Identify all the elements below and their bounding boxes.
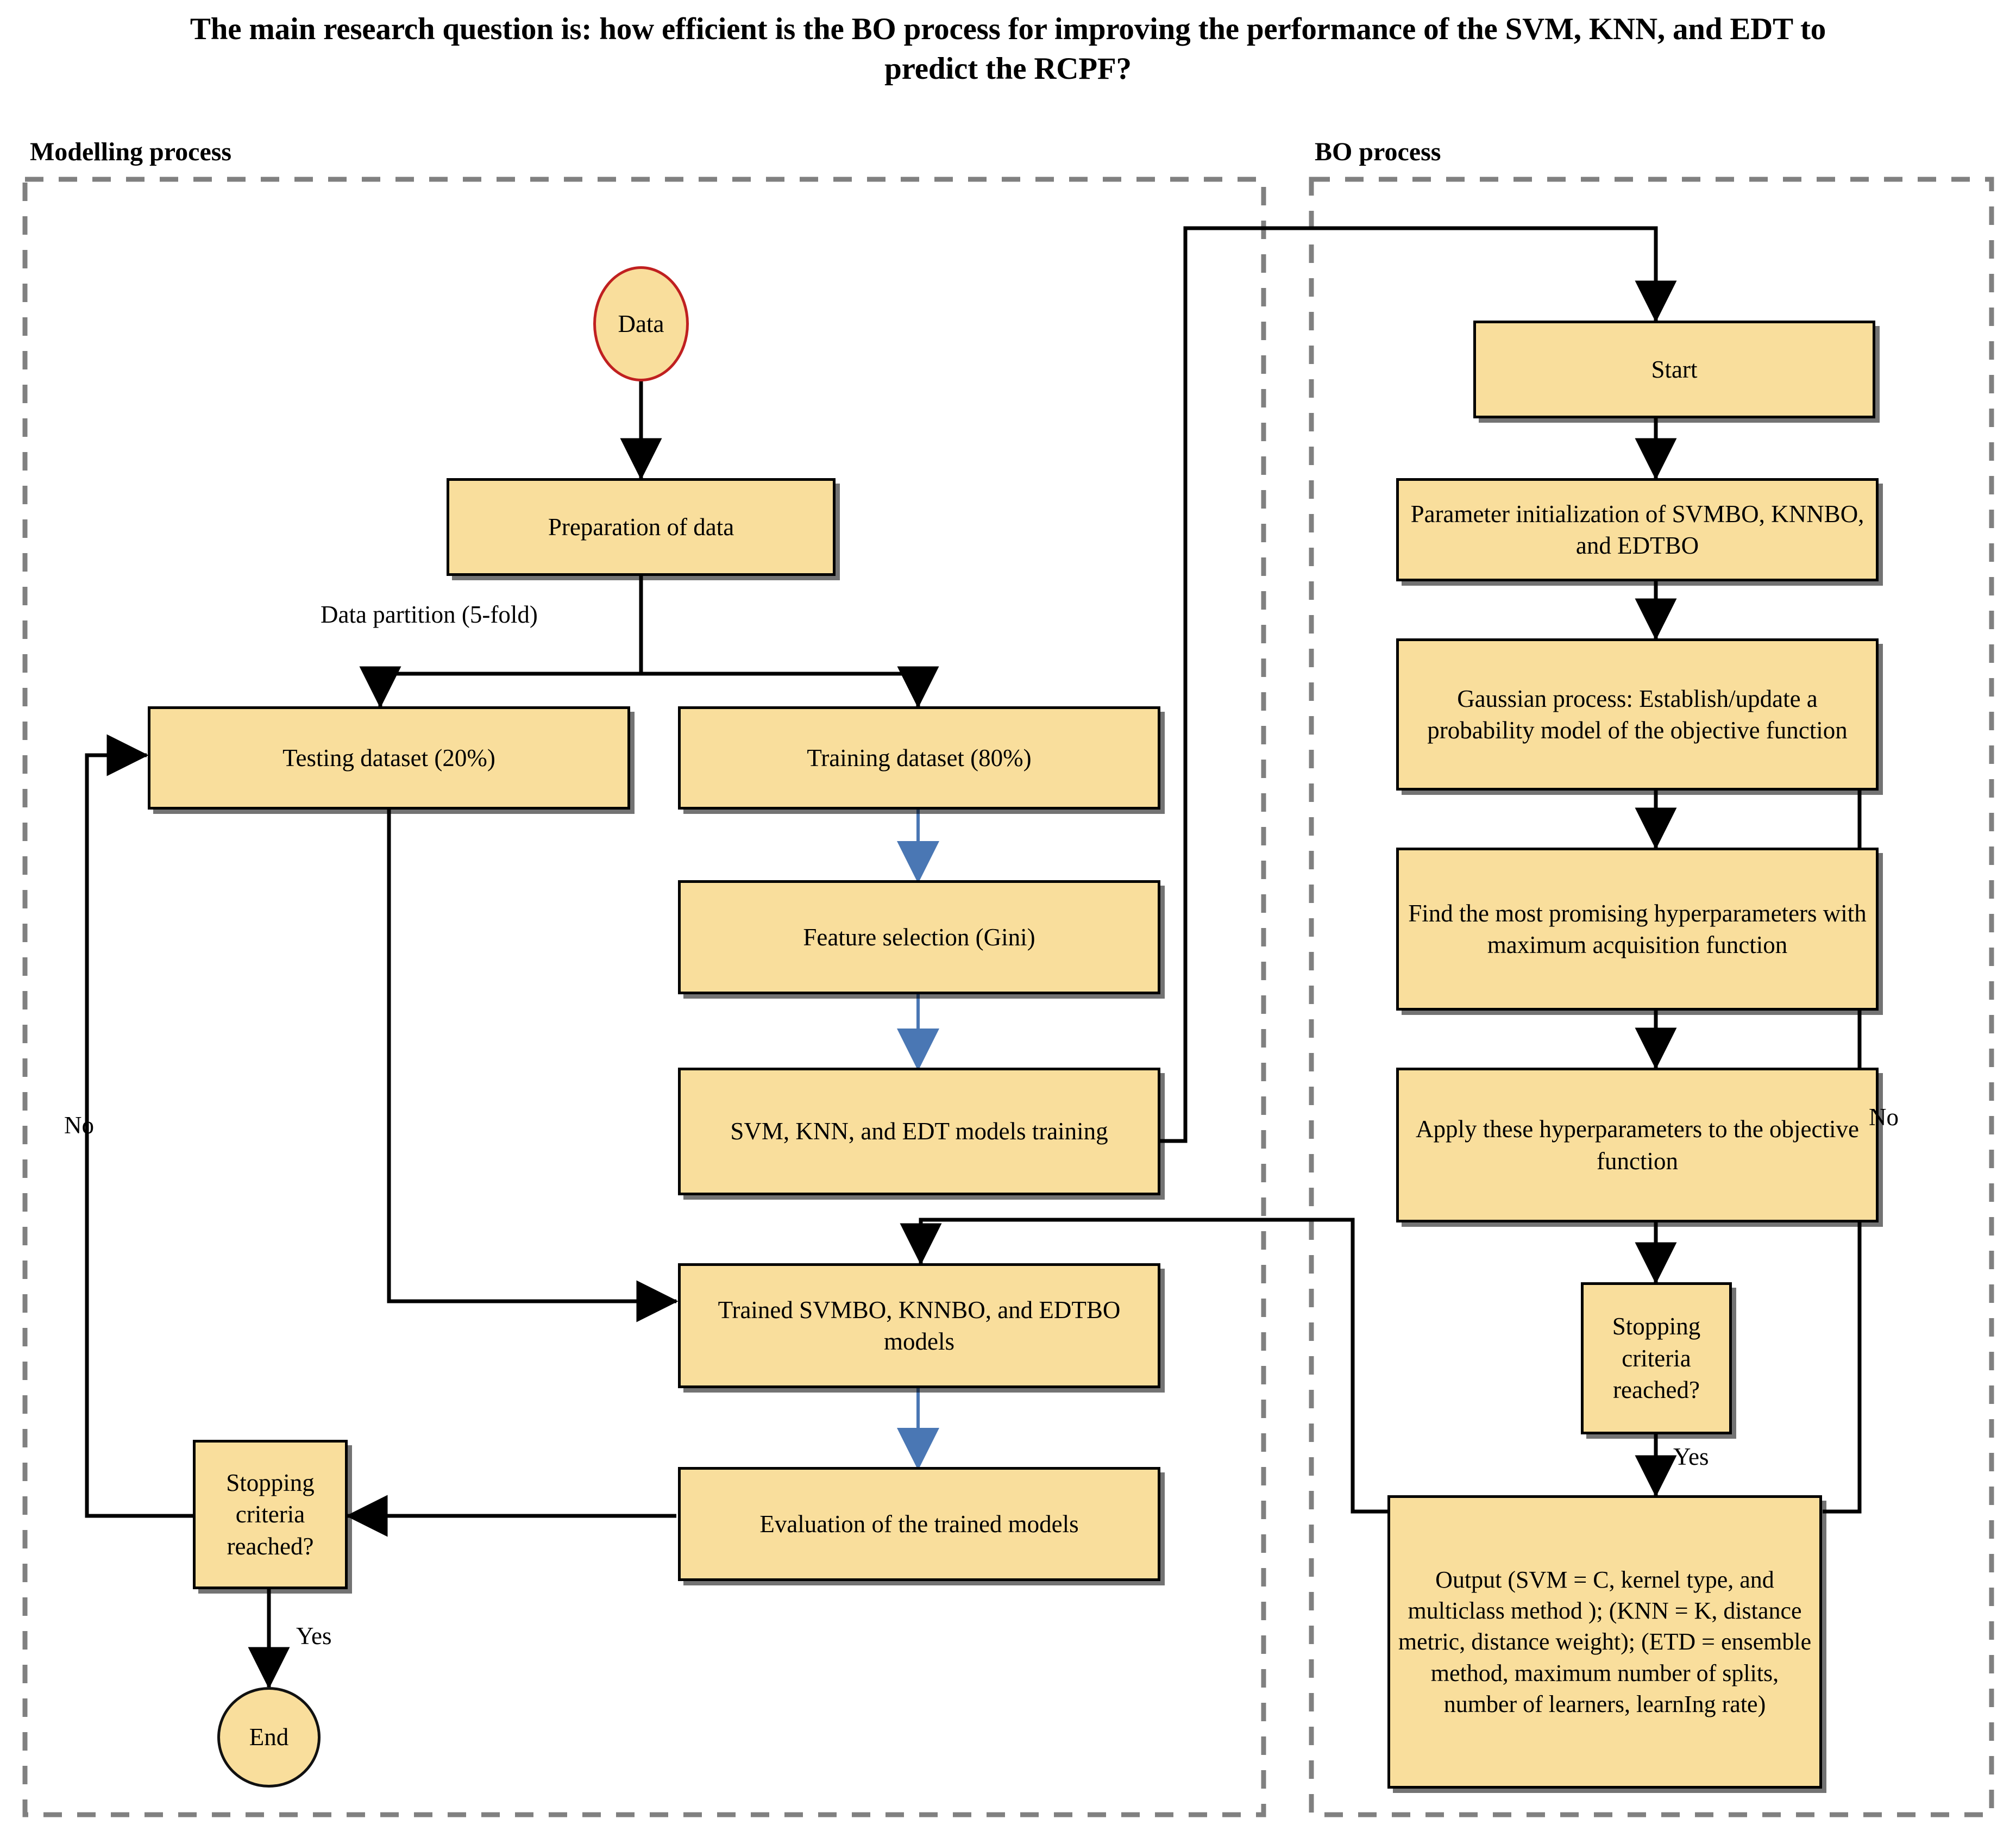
node-preparation-of-data[interactable]: Preparation of data bbox=[447, 478, 836, 576]
node-training-dataset[interactable]: Training dataset (80%) bbox=[678, 706, 1160, 810]
edge-label-yes-right: Yes bbox=[1673, 1443, 1709, 1470]
panel-label-bo-process: BO process bbox=[1315, 137, 1441, 166]
panel-label-modelling-process: Modelling process bbox=[30, 137, 232, 166]
node-trained-models[interactable]: Trained SVMBO, KNNBO, and EDTBO models bbox=[678, 1263, 1160, 1388]
figure-title-line-1: The main research question is: how effic… bbox=[190, 12, 1826, 46]
node-parameter-initialization[interactable]: Parameter initialization of SVMBO, KNNBO… bbox=[1396, 478, 1879, 581]
node-end[interactable]: End bbox=[217, 1687, 321, 1788]
node-testing-dataset[interactable]: Testing dataset (20%) bbox=[148, 706, 630, 810]
node-output[interactable]: Output (SVM = C, kernel type, and multic… bbox=[1387, 1495, 1822, 1789]
edge-label-no-right: No bbox=[1869, 1103, 1899, 1131]
node-acquisition-function[interactable]: Find the most promising hyperparameters … bbox=[1396, 848, 1879, 1011]
edge-label-no-left: No bbox=[64, 1112, 94, 1139]
node-gaussian-process[interactable]: Gaussian process: Establish/update a pro… bbox=[1396, 638, 1879, 791]
node-evaluation[interactable]: Evaluation of the trained models bbox=[678, 1467, 1160, 1581]
edge-label-data-partition: Data partition (5-fold) bbox=[321, 601, 538, 628]
panel-box-modelling-process bbox=[22, 177, 1266, 1817]
node-apply-hyperparameters[interactable]: Apply these hyperparameters to the objec… bbox=[1396, 1068, 1879, 1222]
node-data[interactable]: Data bbox=[593, 266, 689, 381]
node-stopping-criteria-right[interactable]: Stopping criteria reached? bbox=[1581, 1282, 1732, 1434]
node-feature-selection[interactable]: Feature selection (Gini) bbox=[678, 880, 1160, 994]
node-start[interactable]: Start bbox=[1473, 321, 1875, 418]
edge-label-yes-left: Yes bbox=[296, 1622, 332, 1650]
node-models-training[interactable]: SVM, KNN, and EDT models training bbox=[678, 1068, 1160, 1195]
black-connectors bbox=[85, 226, 1863, 1689]
node-stopping-criteria-left[interactable]: Stopping criteria reached? bbox=[193, 1440, 348, 1589]
figure-title: The main research question is: how effic… bbox=[0, 10, 2016, 89]
panel-box-bo-process bbox=[1309, 177, 1994, 1817]
figure-title-line-2: predict the RCPF? bbox=[884, 51, 1132, 86]
